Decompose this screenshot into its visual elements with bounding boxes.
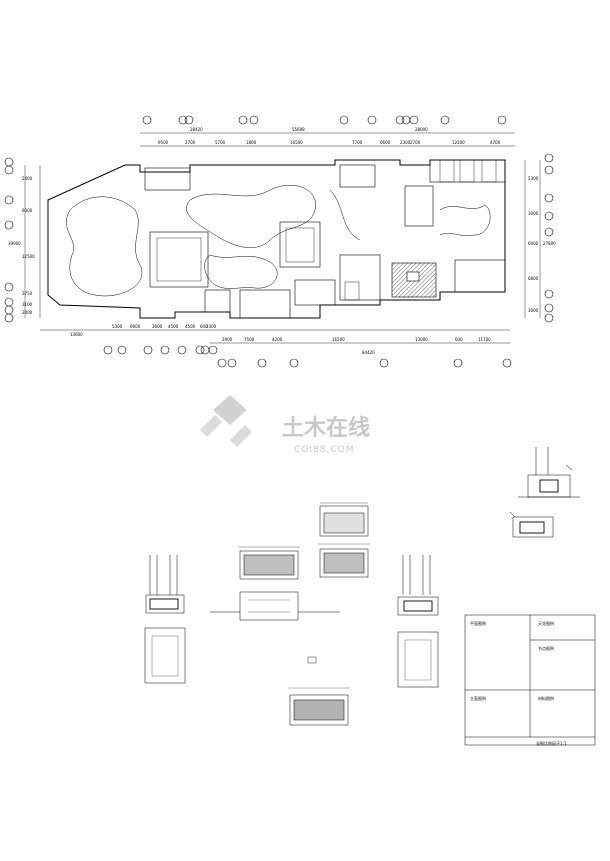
bottom-floor-detail <box>288 656 350 726</box>
room <box>344 281 360 301</box>
dim-top-j: 12100 <box>452 140 465 145</box>
dim-right-d: 6800 <box>528 276 539 281</box>
legend-node: 节点图例 <box>538 645 554 651</box>
dim-left-b: 9300 <box>22 208 33 213</box>
legend-floor-plan: 平面图例 <box>470 620 486 626</box>
watermark: 土木在线 COI88.COM <box>200 395 370 455</box>
dim-left-total: 39900 <box>8 241 21 246</box>
detail-drawings <box>144 447 596 746</box>
dim-top-d: 1800 <box>246 140 257 145</box>
site-plan <box>4 115 554 368</box>
dim-right-a: 5300 <box>528 176 539 181</box>
legend-ceiling: 天花图例 <box>538 620 554 626</box>
legend-material: 材料图例 <box>538 695 554 701</box>
floor-plan-detail <box>210 546 340 621</box>
dim-left-c: 12500 <box>22 254 35 259</box>
dim-bottom-o: 11700 <box>478 337 491 342</box>
dim-top-h: 2300 <box>400 140 411 145</box>
room <box>339 164 376 188</box>
watermark-title: 土木在线 <box>282 415 370 441</box>
room <box>279 221 321 268</box>
room <box>156 237 202 282</box>
watermark-logo-icon <box>200 395 252 447</box>
dim-top-a: 9500 <box>158 140 169 145</box>
left-elevation <box>144 555 186 684</box>
dim-top-3: 28000 <box>415 127 428 132</box>
room <box>481 159 497 183</box>
room <box>454 259 506 293</box>
dim-bottom-total: 84420 <box>362 350 375 355</box>
room <box>339 254 381 301</box>
legend-table <box>464 614 596 746</box>
dim-left-a: 5400 <box>22 176 33 181</box>
room <box>404 185 434 227</box>
axis-bubbles-left <box>4 157 14 323</box>
dim-top-1: 28420 <box>190 127 203 132</box>
dim-right-c: 6000 <box>528 241 539 246</box>
dim-bottom-f: 4500 <box>185 324 196 329</box>
dim-left-d: 3750 <box>22 291 33 296</box>
dim-bottom-n: 600 <box>455 337 463 342</box>
dim-bottom-e: 4500 <box>168 324 179 329</box>
dim-bottom-j: 7500 <box>244 337 255 342</box>
ceiling-detail <box>318 502 370 578</box>
room <box>239 289 291 319</box>
room <box>204 289 231 313</box>
dim-bottom-m: 13000 <box>415 337 428 342</box>
right-elevation <box>397 555 439 688</box>
dim-right-total: 27800 <box>543 241 556 246</box>
dim-bottom-b: 5300 <box>112 324 123 329</box>
room <box>429 159 506 183</box>
dim-bottom-k: 4200 <box>272 337 283 342</box>
dim-left-e: 3100 <box>22 302 33 307</box>
dim-top-2: 55698 <box>292 127 305 132</box>
elevation-detail-a <box>509 447 580 538</box>
dim-top-c: 5700 <box>215 140 226 145</box>
dim-bottom-i: 2900 <box>222 337 233 342</box>
garden-curve <box>204 254 278 289</box>
dim-top-i: 2700 <box>410 140 421 145</box>
dim-top-f: 7700 <box>352 140 363 145</box>
room <box>294 279 336 306</box>
dim-right-b: 3000 <box>528 211 539 216</box>
legend-elevation: 立面图例 <box>470 695 486 701</box>
dim-bottom-h: 2300 <box>206 324 217 329</box>
dim-top-g: 6600 <box>380 140 391 145</box>
dim-top-b: 2700 <box>185 140 196 145</box>
garden-curve <box>329 189 361 241</box>
axis-bubbles-right <box>544 153 554 323</box>
dimension-text: 28420 55698 28000 9500 2700 5700 1800 16… <box>8 127 556 355</box>
dim-bottom-d: 3600 <box>152 324 163 329</box>
room <box>149 231 209 288</box>
room <box>439 159 455 183</box>
legend-scale-note: 全图比例因子1:1 <box>536 740 567 746</box>
dim-right-e: 3000 <box>528 308 539 313</box>
room <box>285 227 315 263</box>
axis-bubbles-bottom <box>103 345 512 368</box>
dim-bottom-g: 600 <box>200 324 208 329</box>
garden-curve <box>186 185 316 248</box>
dim-left-f: 2000 <box>22 310 33 315</box>
legend-text: 平面图例 天花图例 节点图例 立面图例 材料图例 全图比例因子1:1 <box>470 620 567 746</box>
dim-top-k: 4700 <box>490 140 501 145</box>
garden-curve <box>66 196 143 297</box>
dim-bottom-c: 6600 <box>130 324 141 329</box>
dimension-lines <box>24 132 541 344</box>
room <box>459 159 475 183</box>
dim-bottom-l: 16500 <box>332 337 345 342</box>
plan-outline <box>47 159 506 319</box>
dim-top-e: 16500 <box>290 140 303 145</box>
axis-bubbles-top <box>142 115 507 125</box>
dim-bottom-a: 13600 <box>70 332 83 337</box>
hatched-room-label-box <box>406 271 420 282</box>
room <box>144 167 191 191</box>
garden-curve <box>439 204 491 236</box>
watermark-url: COI88.COM <box>294 445 354 455</box>
